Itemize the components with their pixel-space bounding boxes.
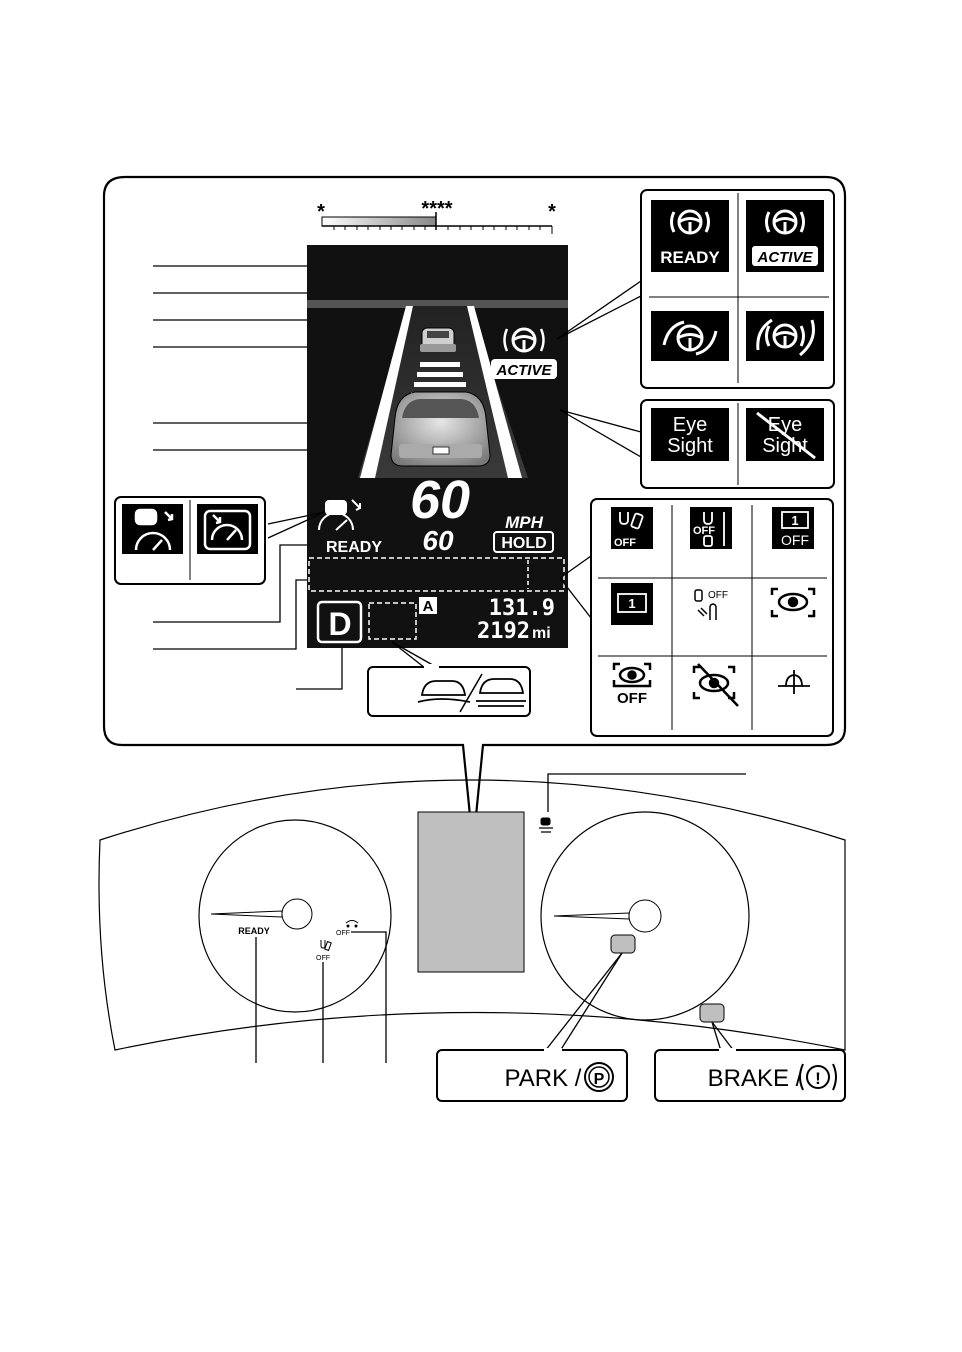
brake-lamp [700, 1004, 724, 1022]
park-label: PARK / [505, 1065, 582, 1092]
cluster-traction-off-icon [346, 921, 358, 928]
odometer: 2192 [477, 619, 530, 644]
r2c1-number: 1 [628, 596, 635, 611]
panel-active-label: ACTIVE [756, 249, 813, 266]
odometer-unit: mi [532, 625, 551, 642]
r1c2-off: OFF [693, 525, 715, 537]
set-speed: 60 [410, 470, 470, 530]
cluster-lane-off-label: OFF [316, 955, 330, 962]
brake-symbol: ! [815, 1069, 821, 1088]
distance-bar [322, 217, 436, 226]
r1c1-off: OFF [614, 537, 636, 549]
r2c2-off: OFF [708, 590, 728, 601]
park-lamp [611, 935, 635, 953]
auto-indicator: A [423, 598, 434, 615]
cluster-ready-label: READY [238, 926, 270, 936]
star-right: * [548, 201, 556, 223]
current-speed: 60 [422, 525, 454, 556]
speed-unit: MPH [505, 513, 544, 532]
cluster-lead-car-icon [539, 818, 553, 832]
r1c3-off: OFF [781, 532, 809, 548]
own-vehicle-icon [391, 392, 490, 466]
brake-label: BRAKE / [708, 1065, 803, 1092]
eyesight-line2: Sight [667, 435, 713, 457]
park-symbol: P [594, 1071, 605, 1088]
main-display: * **** * [307, 190, 568, 648]
warning-icon-panel: OFF OFF 1 OFF 1 OFF [560, 499, 833, 736]
screen-active-label: ACTIVE [495, 362, 552, 379]
lead-vehicle-icon [420, 328, 456, 352]
cluster-lane-off-icon [321, 940, 331, 950]
eyesight-line1: Eye [673, 414, 707, 436]
center-display [418, 812, 524, 972]
screen-ready-label: READY [326, 539, 382, 556]
hold-label: HOLD [501, 535, 546, 552]
park-callout: PARK / P [437, 953, 627, 1101]
cluster-traction-off-label: OFF [336, 930, 350, 937]
r1c3-number: 1 [791, 513, 798, 528]
trip-meter: 131.9 [489, 596, 555, 621]
gear-indicator: D [328, 606, 351, 642]
park-brake-icon: P [585, 1063, 613, 1091]
panel-ready-label: READY [660, 248, 720, 267]
instrument-cluster: READY OFF OFF [99, 774, 845, 1063]
r3c1-off: OFF [617, 690, 647, 707]
